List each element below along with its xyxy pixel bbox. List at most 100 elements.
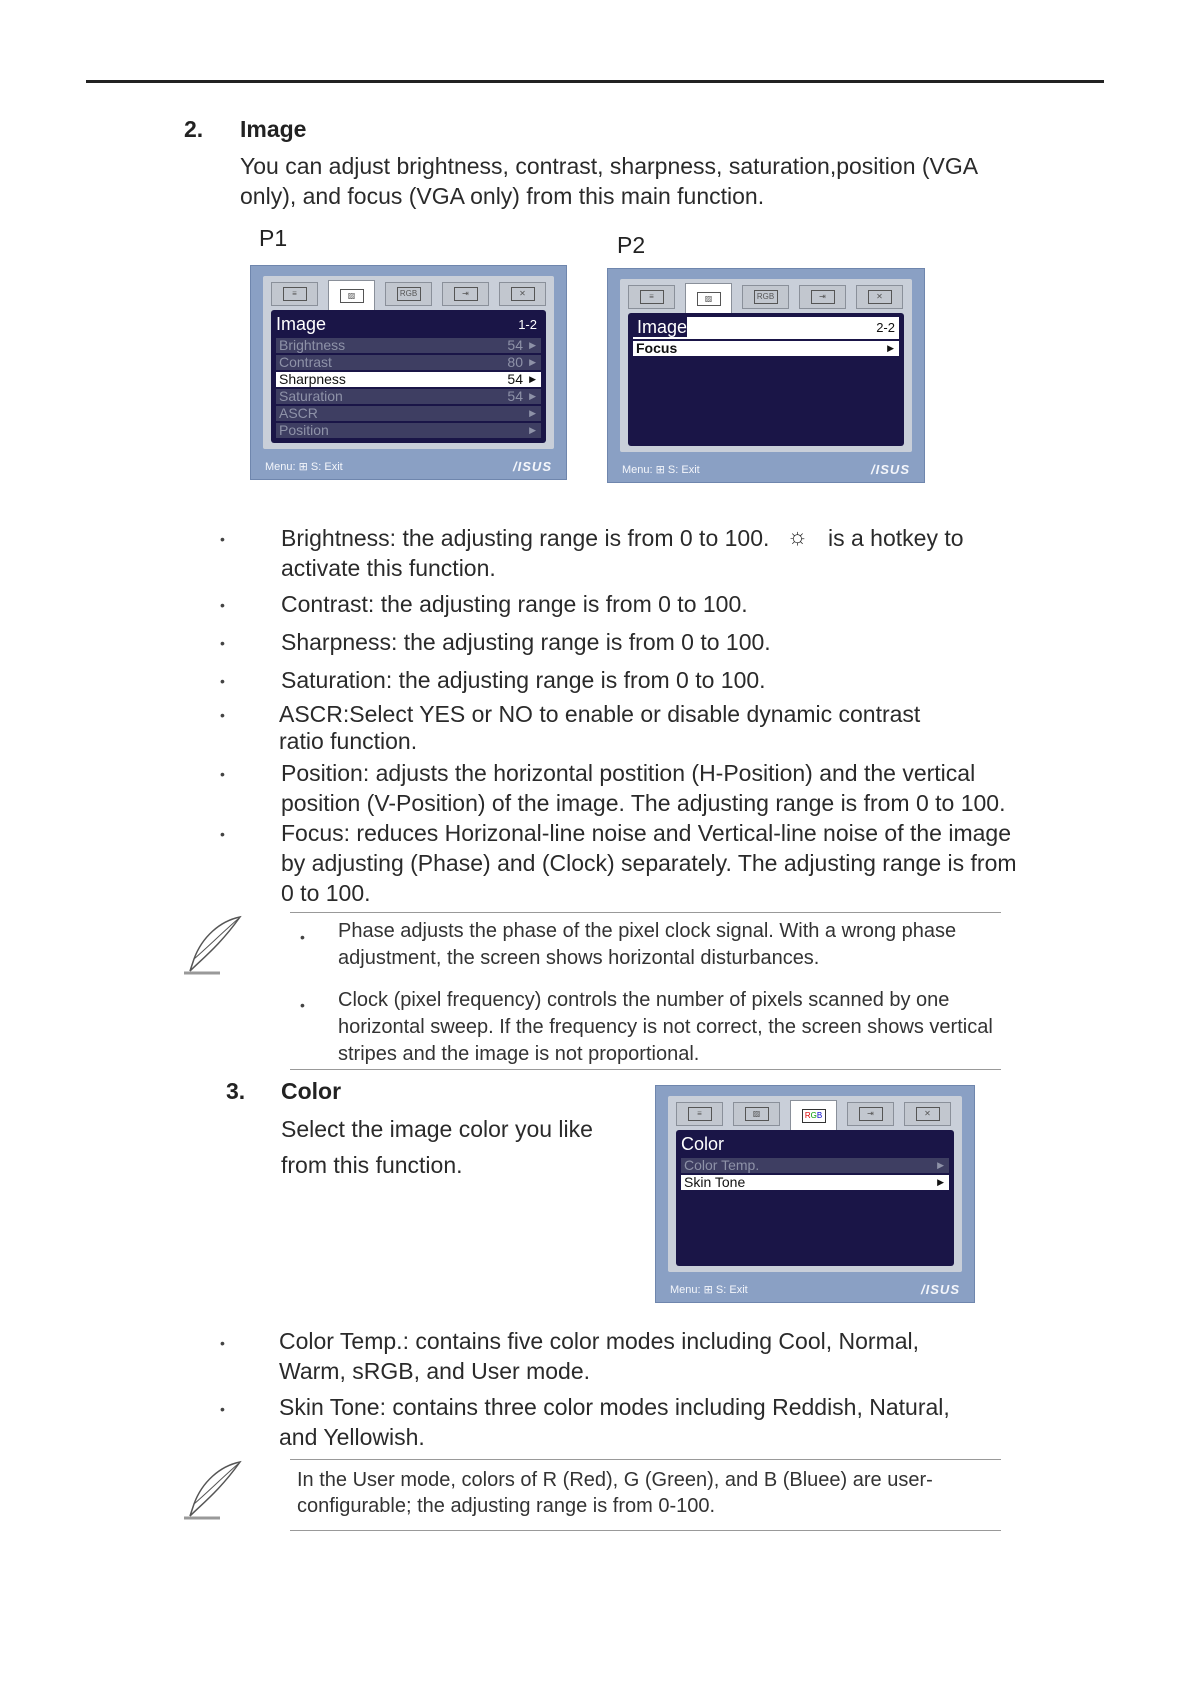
- osd-footer: Menu: ⊞ S: Exit: [622, 464, 700, 476]
- bullet-dot: •: [220, 597, 225, 613]
- tab-color: RGB: [742, 285, 789, 309]
- osd-row-color-temp: Color Temp. ▶: [681, 1158, 949, 1173]
- arrow-right-icon: ▶: [529, 391, 536, 401]
- section-number: 2.: [184, 116, 204, 142]
- section-number: 3.: [226, 1078, 246, 1104]
- osd-row-focus: Focus▶: [633, 341, 899, 356]
- tab-input: ⇥: [442, 282, 489, 306]
- bullet-dot: •: [220, 826, 225, 842]
- sliders-icon: ≡: [282, 287, 307, 301]
- bullet-contrast: Contrast: the adjusting range is from 0 …: [281, 591, 748, 617]
- osd-row-skin-tone: Skin Tone ▶: [681, 1175, 949, 1190]
- tab-setup: ✕: [904, 1102, 951, 1126]
- section-title: Image: [240, 116, 307, 142]
- bullet-skin-tone-line-2: and Yellowish.: [279, 1424, 425, 1450]
- osd-title-text: Color: [681, 1134, 725, 1154]
- osd-row-label: ASCR: [279, 405, 318, 421]
- arrow-right-icon: ▶: [529, 340, 536, 350]
- bullet-dot: •: [300, 929, 305, 945]
- bullet-dot: •: [220, 1335, 225, 1351]
- osd-row-value: 54: [507, 388, 523, 404]
- bullet-skin-tone-line-1: Skin Tone: contains three color modes in…: [279, 1394, 950, 1420]
- note-rule-bottom: [290, 1530, 1001, 1531]
- arrow-right-icon: ▶: [529, 408, 536, 418]
- top-rule: [86, 80, 1104, 83]
- bullet-focus-line-3: 0 to 100.: [281, 880, 371, 906]
- tools-icon: ✕: [867, 290, 892, 304]
- osd-row-label: Color Temp.: [684, 1157, 760, 1173]
- note-rule-top: [290, 912, 1001, 913]
- osd-row-label: Saturation: [279, 388, 343, 404]
- bullet-ascr-line-1: ASCR:Select YES or NO to enable or disab…: [279, 701, 921, 727]
- bullet-focus-line-1: Focus: reduces Horizonal-line noise and …: [281, 820, 1012, 846]
- rgb-icon: RGB: [396, 287, 421, 301]
- p1-label: P1: [259, 225, 288, 251]
- arrow-right-icon: ▶: [937, 1177, 944, 1187]
- asus-logo: /ISUS: [921, 1282, 960, 1297]
- note-user-mode-line-1: In the User mode, colors of R (Red), G (…: [297, 1469, 933, 1491]
- asus-logo: /ISUS: [513, 459, 552, 474]
- osd-row-value: 54: [507, 371, 523, 387]
- section-intro-line-1: You can adjust brightness, contrast, sha…: [240, 153, 979, 179]
- bullet-position-line-2: position (V-Position) of the image. The …: [281, 790, 1006, 816]
- rgb-icon: RGB: [753, 290, 778, 304]
- bullet-dot: •: [220, 1401, 225, 1417]
- osd-row-label: Contrast: [279, 354, 332, 370]
- arrow-right-icon: ▶: [529, 374, 536, 384]
- image-icon: ▨: [744, 1107, 769, 1121]
- tab-image: ▨: [685, 283, 732, 313]
- bullet-dot: •: [220, 635, 225, 651]
- note-rule-bottom: [290, 1069, 1001, 1070]
- osd-menu-p2: ≡ ▨ RGB ⇥ ✕ Image 2-2 Focus▶ Menu: ⊞ S: E…: [607, 268, 925, 483]
- brightness-hotkey-icon: ☼: [787, 523, 809, 549]
- bullet-brightness-line-2: activate this function.: [281, 555, 496, 581]
- arrow-right-icon: ▶: [887, 343, 894, 353]
- bullet-dot: •: [300, 997, 305, 1013]
- feather-pen-icon: [184, 915, 242, 975]
- tab-setup: ✕: [856, 285, 903, 309]
- osd-row-value: 54: [507, 337, 523, 353]
- tab-splendid: ≡: [271, 282, 318, 306]
- tab-image: ▨: [733, 1102, 780, 1126]
- osd-title-text: Image: [633, 317, 688, 337]
- osd-menu-color: ≡ ▨ RGB ⇥ ✕ Color Color Temp.▶ Skin Tone…: [655, 1085, 975, 1303]
- bullet-dot: •: [220, 707, 225, 723]
- image-icon: ▨: [339, 288, 364, 303]
- osd-row-label: Position: [279, 422, 329, 438]
- osd-page: 2-2: [876, 320, 895, 335]
- osd-title: Color: [681, 1134, 949, 1156]
- osd-page: 1-2: [518, 317, 537, 332]
- osd-row-label: Skin Tone: [684, 1174, 746, 1190]
- arrow-right-icon: ▶: [529, 357, 536, 367]
- bullet-brightness-hotkey: is a hotkey to: [828, 525, 964, 551]
- sliders-icon: ≡: [639, 290, 664, 304]
- osd-row-label: Sharpness: [279, 371, 346, 387]
- bullet-brightness-line-1: Brightness: the adjusting range is from …: [281, 525, 770, 551]
- osd-title: Image 2-2: [633, 317, 899, 339]
- note-clock-line-2: horizontal sweep. If the frequency is no…: [338, 1016, 993, 1038]
- input-icon: ⇥: [810, 290, 835, 304]
- bullet-ascr-line-2: ratio function.: [279, 728, 418, 754]
- bullet-position-line-1: Position: adjusts the horizontal postiti…: [281, 760, 976, 786]
- osd-row-sharpness: Sharpness 54 ▶: [276, 372, 541, 387]
- arrow-right-icon: ▶: [937, 1160, 944, 1170]
- tab-color: RGB: [790, 1100, 837, 1130]
- rgb-icon: RGB: [801, 1108, 826, 1123]
- note-clock-line-1: Clock (pixel frequency) controls the num…: [338, 989, 950, 1011]
- osd-row-ascr: ASCR ▶: [276, 406, 541, 421]
- feather-pen-icon: [184, 1460, 242, 1520]
- osd-title-text: Image: [276, 314, 327, 334]
- osd-title: Image 1-2: [276, 314, 541, 336]
- p2-label: P2: [617, 232, 646, 258]
- section-intro-line-2: only), and focus (VGA only) from this ma…: [240, 183, 765, 209]
- image-icon: ▨: [696, 291, 721, 306]
- section-title: Color: [281, 1078, 342, 1104]
- tools-icon: ✕: [510, 287, 535, 301]
- tab-splendid: ≡: [676, 1102, 723, 1126]
- note-clock-line-3: stripes and the image is not proportiona…: [338, 1043, 700, 1065]
- osd-footer: Menu: ⊞ S: Exit: [670, 1284, 748, 1296]
- tab-color: RGB: [385, 282, 432, 306]
- bullet-saturation: Saturation: the adjusting range is from …: [281, 667, 766, 693]
